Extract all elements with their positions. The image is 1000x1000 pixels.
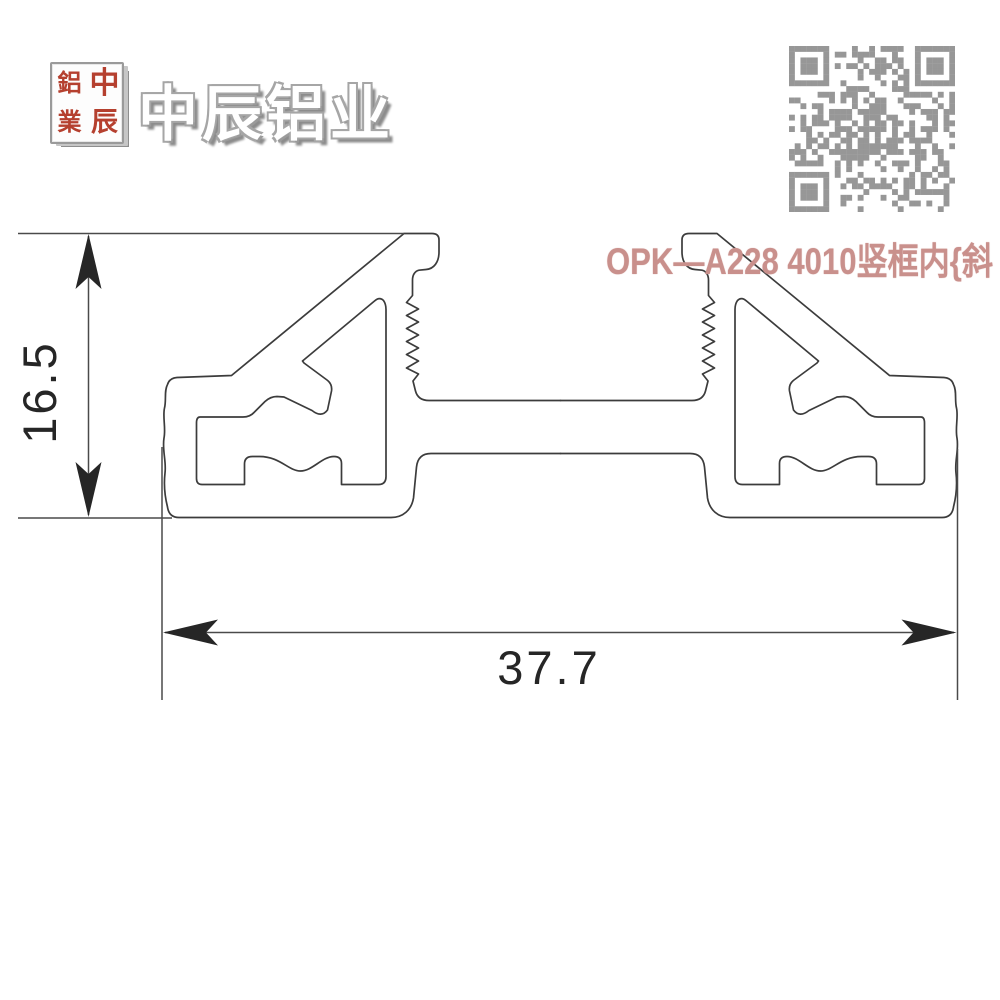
profile-left-half (162, 232, 562, 519)
arrowhead-down (75, 462, 102, 517)
arrowhead-right (901, 619, 957, 646)
seal-char: 中 (89, 66, 120, 100)
seal-char: 業 (57, 109, 82, 136)
arrowhead-up (75, 234, 102, 289)
company-name: 中辰铝业 (138, 81, 394, 148)
height-value: 16.5 (13, 340, 66, 443)
dimension-height: 16.5 (13, 232, 404, 519)
seal-char: 辰 (91, 107, 118, 137)
watermark-text: OPK—A228 4010竖框内{斜 (606, 241, 993, 282)
dimension-width: 37.7 (161, 447, 959, 700)
arrowhead-left (163, 619, 218, 646)
width-value: 37.7 (497, 641, 600, 694)
seal-char: 鋁 (57, 70, 82, 97)
company-seal: 鋁 中 業 辰 (50, 62, 124, 144)
qr-code (789, 46, 955, 212)
